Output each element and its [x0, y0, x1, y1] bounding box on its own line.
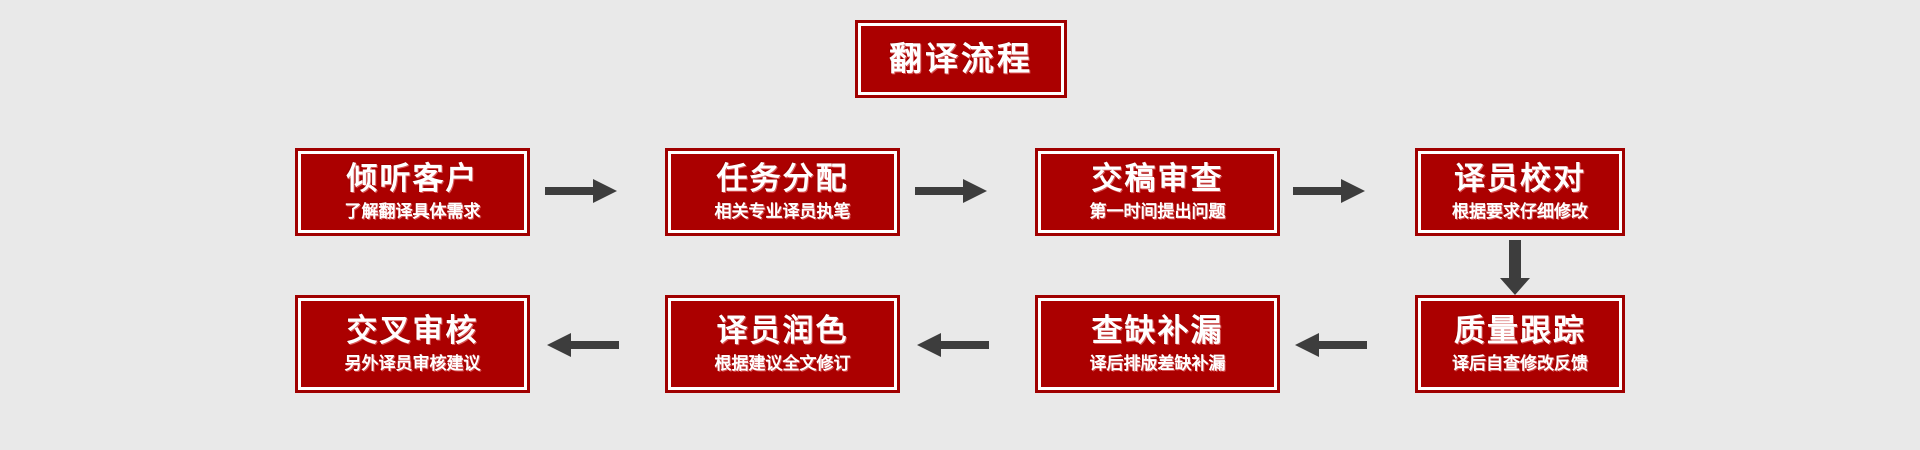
process-node-quality-tracking[interactable]: 质量跟踪 译后自查修改反馈 [1415, 295, 1625, 393]
node-subtitle: 译后排版差缺补漏 [1089, 354, 1226, 374]
arrow-right-icon [915, 176, 989, 206]
process-node-translator-polishing[interactable]: 译员润色 根据建议全文修订 [665, 295, 900, 393]
arrow-left-icon [545, 330, 619, 360]
node-subtitle: 根据建议全文修订 [714, 354, 851, 374]
node-title: 交叉审核 [346, 313, 479, 349]
arrow-left-icon [915, 330, 989, 360]
node-title: 交稿审查 [1091, 161, 1224, 197]
node-title: 任务分配 [716, 161, 849, 197]
node-title: 译员润色 [716, 313, 849, 349]
flowchart-title-box: 翻译流程 [855, 20, 1067, 98]
node-subtitle: 第一时间提出问题 [1089, 202, 1226, 222]
arrow-down-icon [1498, 240, 1532, 296]
node-subtitle: 相关专业译员执笔 [714, 202, 851, 222]
process-node-gap-filling[interactable]: 查缺补漏 译后排版差缺补漏 [1035, 295, 1280, 393]
node-subtitle: 了解翻译具体需求 [344, 202, 481, 222]
process-node-translator-proofreading[interactable]: 译员校对 根据要求仔细修改 [1415, 148, 1625, 236]
arrow-left-icon [1293, 330, 1367, 360]
arrow-right-icon [1293, 176, 1367, 206]
node-title: 译员校对 [1454, 161, 1586, 197]
flowchart-title-text: 翻译流程 [889, 39, 1033, 77]
node-subtitle: 另外译员审核建议 [344, 354, 481, 374]
node-subtitle: 根据要求仔细修改 [1452, 202, 1588, 222]
node-title: 质量跟踪 [1454, 313, 1586, 349]
arrow-right-icon [545, 176, 619, 206]
process-node-cross-review[interactable]: 交叉审核 另外译员审核建议 [295, 295, 530, 393]
node-title: 查缺补漏 [1091, 313, 1224, 349]
process-node-submission-review[interactable]: 交稿审查 第一时间提出问题 [1035, 148, 1280, 236]
process-node-listen-to-client[interactable]: 倾听客户 了解翻译具体需求 [295, 148, 530, 236]
node-subtitle: 译后自查修改反馈 [1452, 354, 1588, 374]
process-node-task-assignment[interactable]: 任务分配 相关专业译员执笔 [665, 148, 900, 236]
node-title: 倾听客户 [346, 161, 479, 197]
